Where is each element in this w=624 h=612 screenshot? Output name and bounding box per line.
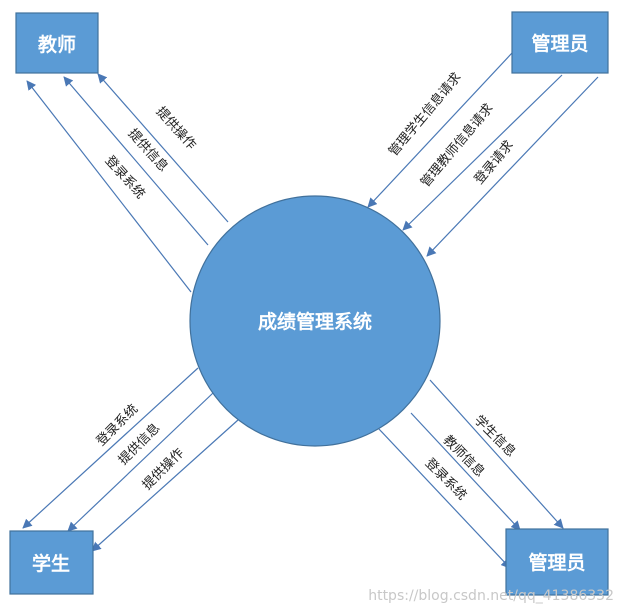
entity-admin-bottom-box [505, 528, 609, 596]
flow-line-student-operate [91, 419, 239, 552]
entity-student-label: 学生 [32, 552, 70, 575]
entity-admin-top-label: 管理员 [531, 32, 588, 55]
flow-line-teacher-login [26, 80, 192, 293]
flow-line-admin-teacher-request [402, 74, 563, 231]
flow-line-admin-teacher-info [410, 412, 521, 531]
entity-teacher-box [15, 12, 99, 74]
flow-label-teacher-operate: 提供操作 [153, 104, 200, 153]
flow-line-student-info [67, 392, 214, 532]
flow-label-teacher-login: 登录系统 [102, 153, 148, 202]
entity-teacher-label: 教师 [38, 33, 76, 56]
system-process-label: 成绩管理系统 [258, 310, 372, 333]
flow-label-admin-login-request: 登录请求 [472, 138, 517, 187]
flow-line-admin-student-request [367, 52, 513, 208]
flow-label-student-operate: 提供操作 [139, 445, 187, 493]
entity-admin-bottom-label: 管理员 [528, 551, 585, 574]
flow-line-admin-login [377, 427, 511, 569]
flow-line-student-login [22, 367, 199, 529]
flow-line-teacher-operate [97, 73, 229, 223]
flow-line-admin-login-request [426, 76, 599, 257]
entity-admin-top-box [511, 11, 609, 74]
watermark-text: https://blog.csdn.net/qq_41386332 [368, 588, 614, 604]
system-process-circle [189, 195, 441, 447]
entity-student-box [9, 530, 94, 595]
flow-line-teacher-info [63, 76, 209, 246]
flow-line-admin-student-info [429, 379, 564, 529]
